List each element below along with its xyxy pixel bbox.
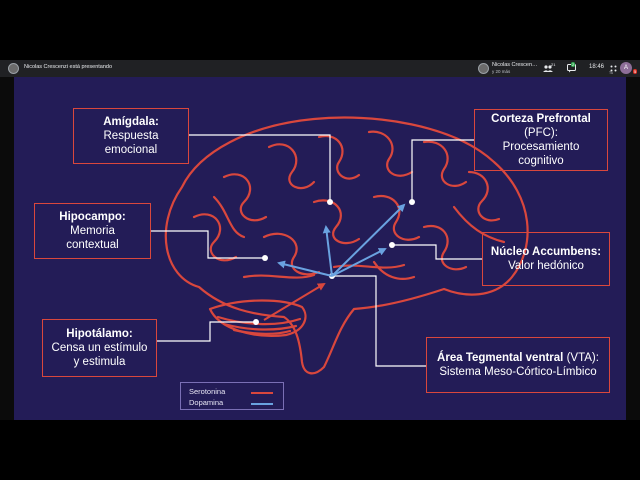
connector-lines [151, 134, 482, 367]
vta-title: Área Tegmental ventral [437, 352, 564, 364]
dot-hipocampo [262, 255, 268, 261]
label-nucleo-accumbens: Núcleo Accumbens: Valor hedónico [482, 232, 610, 286]
connector-vta [332, 275, 426, 367]
brain-diagram [151, 116, 529, 375]
connector-hipocampo [151, 230, 265, 259]
account-initial: A [623, 65, 628, 71]
hipotalamo-title: Hipotálamo: [66, 328, 133, 340]
chat-icon[interactable]: 2 [565, 62, 577, 74]
participant-more[interactable]: y 20 más [492, 69, 511, 74]
vta-title-row: Área Tegmental ventral (VTA): [437, 351, 599, 365]
vta-title-suffix: (VTA): [563, 352, 599, 364]
participant-avatar-icon[interactable] [478, 63, 489, 74]
people-count: 21 [551, 62, 556, 67]
people-icon-glyph [543, 65, 553, 72]
participant-name[interactable]: Nicolas Crescen… [492, 62, 538, 68]
nucleo-line-1: Valor hedónico [508, 260, 584, 272]
chat-badge: 2 [571, 62, 576, 67]
presenter-avatar-icon [8, 63, 19, 74]
brain-outline [164, 116, 529, 375]
connector-corteza [411, 139, 474, 202]
presenter-status: Nicolas Crescenzi está presentando [24, 64, 113, 70]
account-avatar[interactable]: A [620, 62, 632, 74]
dot-corteza [409, 199, 415, 205]
connector-hipotalamo [157, 321, 256, 342]
legend-serotonina: Serotonina [189, 387, 225, 396]
dot-hipotalamo [253, 319, 259, 325]
meeting-topbar: Nicolas Crescenzi está presentando Nicol… [0, 60, 640, 77]
notification-badge: 5 [633, 69, 638, 74]
amigdala-line-2: emocional [104, 144, 158, 156]
legend-dopamina-swatch [251, 403, 273, 405]
people-icon[interactable]: 21 [541, 62, 556, 74]
dot-amigdala [327, 199, 333, 205]
vta-line-1: Sistema Meso-Córtico-Límbico [439, 366, 597, 378]
activities-icon[interactable]: Tú [608, 63, 618, 75]
clock-time: 18:46 [589, 64, 605, 70]
dot-nucleo [389, 242, 395, 248]
label-amigdala: Amígdala: Respuesta emocional [73, 108, 189, 164]
amigdala-line-1: Respuesta [103, 130, 159, 142]
nucleo-title: Núcleo Accumbens: [490, 246, 602, 258]
connector-nucleo [392, 244, 482, 260]
presentation-slide: Amígdala: Respuesta emocional Corteza Pr… [14, 77, 626, 420]
activities-icon-glyph [610, 65, 616, 72]
label-hipocampo: Hipocampo: Memoria contextual [34, 203, 151, 259]
legend-serotonina-label: Serotonina [189, 387, 226, 396]
dopamine-arrows [277, 203, 406, 277]
arrow-to-amigdala [322, 225, 333, 277]
label-hipotalamo: Hipotálamo: Censa un estímulo y estimula [42, 319, 157, 377]
legend-dopamina-label: Dopamina [189, 398, 224, 407]
connector-amigdala [189, 134, 331, 202]
arrow-to-hipocampo [277, 260, 333, 277]
corteza-line-2: Procesamiento [502, 141, 580, 153]
legend: Serotonina Dopamina [180, 382, 284, 410]
hipocampo-line-1: Memoria [70, 225, 115, 237]
legend-serotonina-swatch [251, 392, 273, 394]
hipocampo-line-2: contextual [66, 239, 119, 251]
corteza-line-1: (PFC): [524, 127, 558, 139]
hipotalamo-line-1: Censa un estímulo [51, 342, 148, 354]
corteza-title: Corteza Prefrontal [491, 113, 591, 125]
amigdala-title: Amígdala: [103, 116, 159, 128]
label-corteza-prefrontal: Corteza Prefrontal (PFC): Procesamiento … [474, 109, 608, 171]
hipocampo-title: Hipocampo: [59, 211, 126, 223]
arrow-to-corteza [331, 203, 406, 277]
self-label: Tú [609, 71, 614, 75]
legend-dopamina: Dopamina [189, 398, 223, 407]
corteza-line-3: cognitivo [518, 155, 564, 167]
arrow-serotonin [263, 282, 326, 321]
hipotalamo-line-2: y estimula [73, 356, 126, 368]
label-vta: Área Tegmental ventral (VTA): Sistema Me… [426, 337, 610, 393]
arrow-to-nucleo [331, 248, 387, 277]
